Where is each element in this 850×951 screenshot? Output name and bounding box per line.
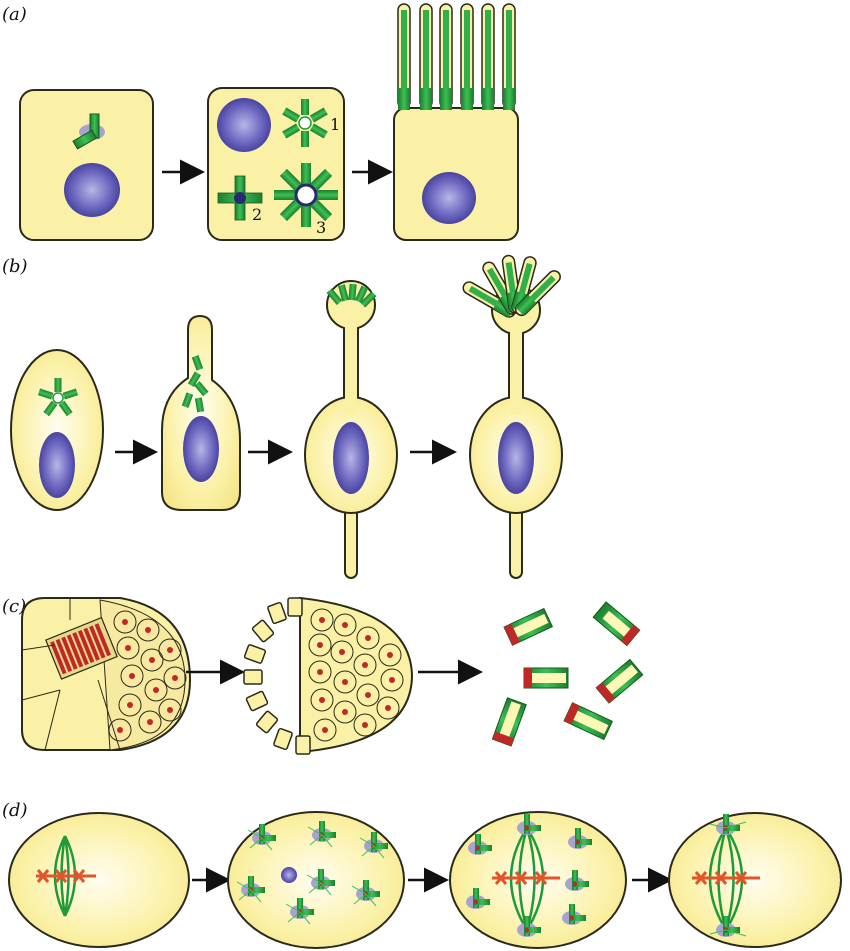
follicle-ring	[243, 597, 311, 755]
chromosomes	[36, 869, 96, 883]
panel-label-b: (b)	[2, 256, 28, 277]
embryo-d4	[668, 812, 842, 948]
nucleus	[498, 422, 534, 494]
cell-a3-multiciliated	[393, 3, 519, 241]
embryo-d2	[227, 811, 405, 949]
cilia	[397, 3, 516, 110]
centrosomes	[466, 814, 592, 937]
centriole-pairs	[491, 601, 644, 747]
cell-a2: 1 2 3	[207, 87, 345, 241]
cell-b2	[161, 314, 241, 511]
embryo-d3	[449, 811, 627, 949]
label-3: 3	[316, 218, 326, 237]
nurse-cell-stack	[45, 616, 118, 680]
panel-label-a: (a)	[2, 4, 27, 25]
centriole-rosette-1	[282, 99, 328, 147]
nucleus	[39, 432, 75, 498]
centriole-rosette-3	[274, 163, 338, 227]
cell-b4	[462, 254, 563, 579]
cell-b1	[10, 349, 104, 511]
cell-a1	[19, 89, 154, 241]
nucleus	[281, 867, 297, 883]
nucleus	[217, 98, 271, 152]
centrosomes	[709, 814, 747, 937]
chromosomes	[492, 871, 560, 885]
label-2: 2	[252, 205, 262, 224]
centriole	[72, 129, 98, 150]
embryo-d1	[8, 812, 190, 948]
red-centers	[117, 619, 178, 733]
centriole-cross-2	[217, 175, 263, 221]
cilia-tuft	[462, 254, 561, 318]
nucleus	[422, 172, 476, 224]
label-1: 1	[330, 115, 340, 134]
centrosomes	[236, 821, 388, 925]
panel-label-c: (c)	[2, 596, 26, 617]
panel-label-d: (d)	[2, 800, 28, 821]
egg-chamber-c1	[21, 597, 192, 751]
egg-chamber-c2	[243, 596, 414, 755]
chromosomes	[692, 871, 760, 885]
cell-b3	[304, 280, 398, 579]
centriole-rosette	[37, 378, 79, 417]
basal-bodies	[326, 283, 377, 308]
nucleus	[333, 422, 369, 494]
rosettes	[108, 610, 187, 742]
nucleus	[183, 416, 219, 482]
nucleus	[64, 163, 120, 217]
